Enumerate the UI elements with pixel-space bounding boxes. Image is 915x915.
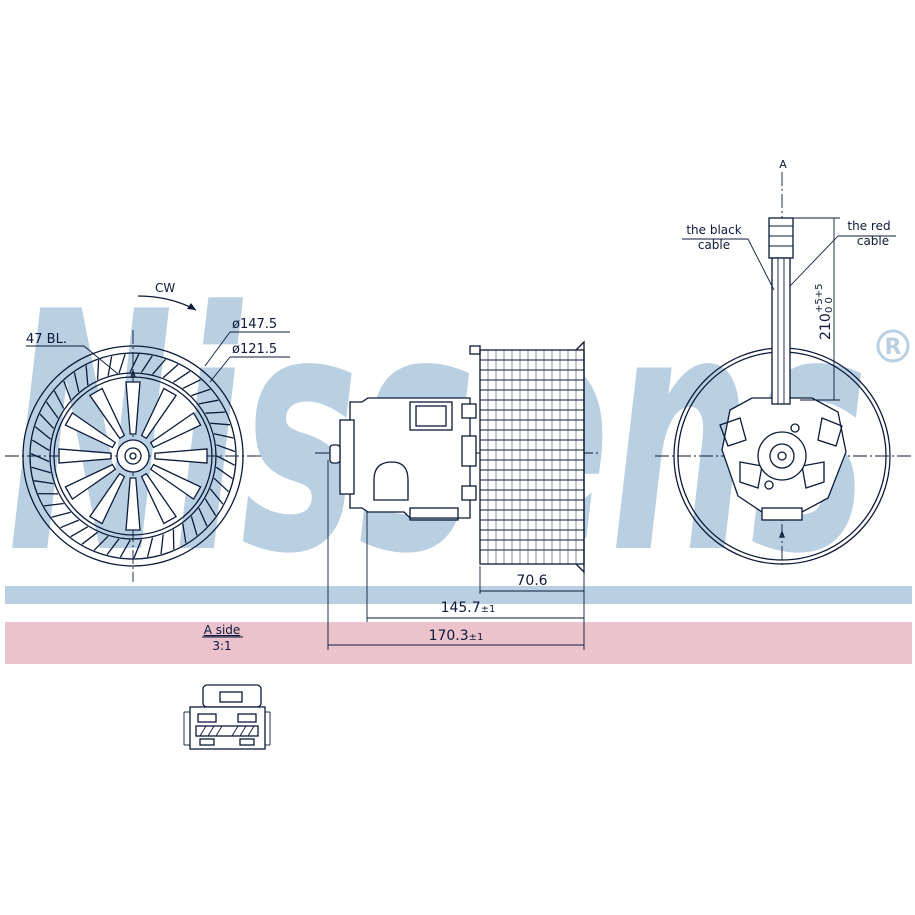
- impeller-blade: [60, 519, 80, 529]
- blade-count-label: 47 BL.: [26, 332, 67, 347]
- impeller-blade: [107, 356, 113, 376]
- red-cable-label-2: cable: [857, 234, 889, 248]
- impeller-spoke: [125, 477, 141, 531]
- impeller-spoke: [88, 472, 126, 525]
- impeller-blade: [51, 511, 71, 518]
- pink-band: [5, 622, 912, 664]
- impeller-spoke: [88, 387, 126, 440]
- cable-length-tol: +5+5: [814, 284, 825, 313]
- impeller-spoke: [154, 448, 208, 464]
- impeller-blade: [81, 531, 98, 545]
- impeller-blade: [198, 399, 219, 405]
- inner-diameter-label: ø121.5: [232, 342, 277, 357]
- detail-a: A side 3:1: [183, 623, 271, 750]
- impeller-spoke: [64, 463, 117, 501]
- impeller-spoke: [140, 472, 178, 525]
- impeller-blade: [205, 411, 226, 414]
- impeller-blade: [162, 364, 179, 379]
- impeller-blade: [198, 507, 208, 527]
- connector-hatching: [199, 725, 255, 737]
- impeller-blades: [30, 353, 236, 559]
- registered-mark-ring: [876, 329, 910, 363]
- detail-scale: 3:1: [212, 639, 231, 653]
- impeller-spoke: [125, 381, 141, 435]
- impeller-blade: [45, 401, 59, 419]
- connector-drawing: [183, 684, 271, 750]
- dim-total-length: 170.3±1: [429, 628, 484, 644]
- impeller-blade: [129, 353, 140, 373]
- impeller-blade: [96, 359, 100, 380]
- impeller-blade: [152, 358, 166, 375]
- fan-fins: [480, 350, 584, 564]
- impeller-blade: [70, 526, 89, 538]
- blue-band: [5, 586, 912, 604]
- impeller-blade: [93, 535, 109, 551]
- impeller-blade: [73, 372, 80, 393]
- impeller-blade: [204, 498, 217, 517]
- black-cable-label-2: cable: [698, 238, 730, 252]
- impeller-blade: [182, 379, 201, 389]
- impeller-blade: [146, 537, 154, 558]
- impeller-blade: [53, 390, 65, 409]
- black-cable-label-1: the black: [686, 223, 741, 237]
- impeller-blade: [30, 453, 50, 463]
- impeller-blade: [39, 413, 55, 429]
- rear-view: A 210 +5+5 0 0 the black cable: [655, 158, 912, 566]
- impeller-spoke: [58, 448, 112, 464]
- registered-mark: R: [885, 335, 902, 360]
- impeller-spokes: [58, 381, 208, 531]
- section-marker: A: [779, 158, 787, 171]
- outer-diameter-label: ø147.5: [232, 317, 277, 332]
- rotation-label: CW: [155, 281, 175, 295]
- front-view: CW 47 BL. ø147.5 ø121.5: [5, 281, 290, 582]
- impeller-blade: [44, 502, 64, 507]
- impeller-blade: [215, 466, 233, 480]
- impeller-spoke: [149, 411, 202, 449]
- impeller-blade: [173, 370, 191, 383]
- cable-length-tol-base: 0 0: [824, 297, 835, 313]
- impeller-blade: [190, 516, 198, 536]
- impeller-blade: [216, 455, 235, 466]
- impeller-blade: [213, 477, 230, 493]
- impeller-blade: [106, 538, 120, 555]
- impeller-blade: [31, 466, 51, 474]
- impeller-blade: [63, 380, 72, 400]
- cable-length-dim: 210: [818, 313, 834, 340]
- side-view: 70.6 145.7±1 170.3±1: [315, 340, 600, 650]
- dim-fan-width: 70.6: [516, 573, 547, 589]
- impeller-spoke: [140, 387, 178, 440]
- impeller-blade: [213, 433, 234, 439]
- impeller-blade: [191, 388, 211, 397]
- impeller-blade: [160, 534, 164, 555]
- impeller-blade: [85, 365, 89, 386]
- detail-title: A side: [204, 623, 241, 637]
- impeller-blade: [119, 539, 131, 558]
- red-cable-label-1: the red: [847, 219, 890, 233]
- impeller-blade: [118, 354, 126, 374]
- impeller-blade: [133, 539, 143, 559]
- impeller-blade: [182, 523, 187, 544]
- impeller-spoke: [149, 463, 202, 501]
- impeller-blade: [209, 488, 224, 505]
- impeller-blade: [216, 444, 236, 453]
- impeller-blade: [33, 480, 54, 485]
- impeller-blade: [140, 355, 153, 373]
- impeller-blade: [210, 422, 231, 426]
- impeller-spoke: [64, 411, 117, 449]
- impeller-blade: [31, 439, 50, 451]
- dim-body-length: 145.7±1: [441, 600, 496, 616]
- impeller-blade: [34, 426, 52, 440]
